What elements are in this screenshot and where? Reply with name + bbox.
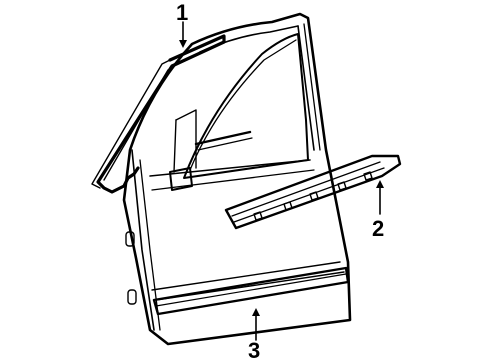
callout-2: 2 xyxy=(372,216,384,241)
belt-molding xyxy=(224,154,402,230)
arrowhead-3 xyxy=(252,308,260,316)
callout-3: 3 xyxy=(248,338,260,360)
door-shell xyxy=(122,12,352,346)
arrowhead-2 xyxy=(376,180,384,188)
body-side-molding xyxy=(152,266,350,316)
callout-1: 1 xyxy=(176,0,188,25)
arrowhead-1 xyxy=(179,40,187,48)
weatherstrip-seal xyxy=(91,34,226,194)
leader-lines xyxy=(179,21,384,341)
